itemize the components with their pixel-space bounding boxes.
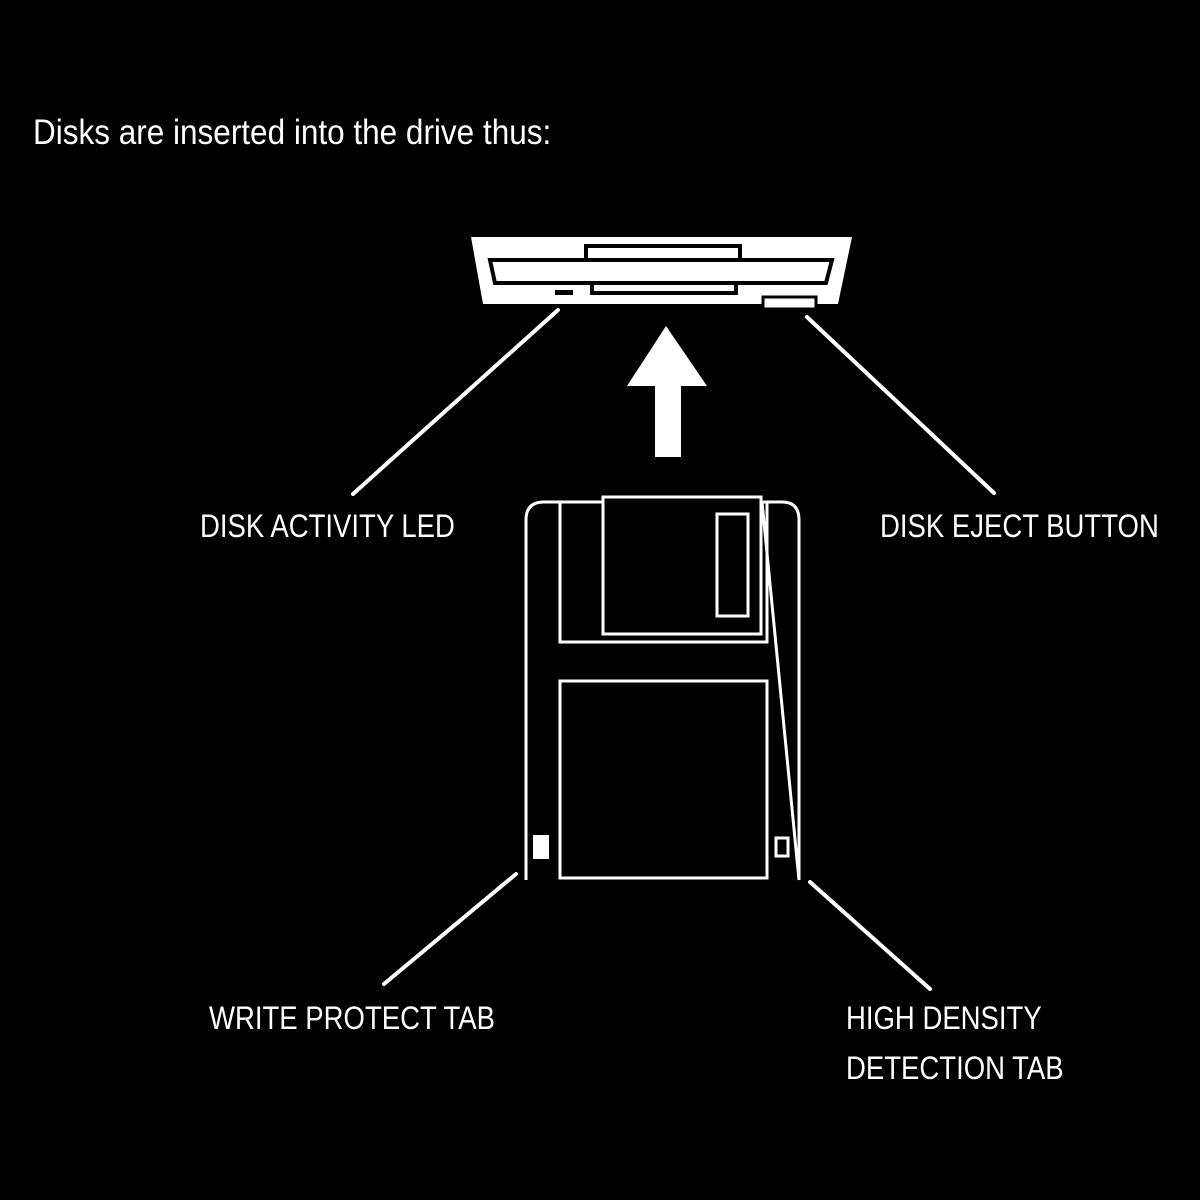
eject-button-icon [761,295,818,311]
insert-arrow-icon [627,326,707,457]
diagram-title: Disks are inserted into the drive thus: [33,113,552,152]
label-disk-activity-led: DISK ACTIVITY LED [200,508,455,544]
label-high-density-line2: DETECTION TAB [846,1050,1064,1086]
disk-activity-led-icon [555,290,573,295]
label-write-protect-tab: WRITE PROTECT TAB [209,1000,495,1036]
label-disk-eject-button: DISK EJECT BUTTON [880,508,1159,544]
floppy-drive-icon [471,237,852,311]
leader-lines [351,308,996,991]
high-density-tab-icon [774,836,790,858]
write-protect-tab-icon [533,835,549,859]
floppy-disk-icon [524,495,801,881]
label-high-density-line1: HIGH DENSITY [846,1000,1042,1036]
